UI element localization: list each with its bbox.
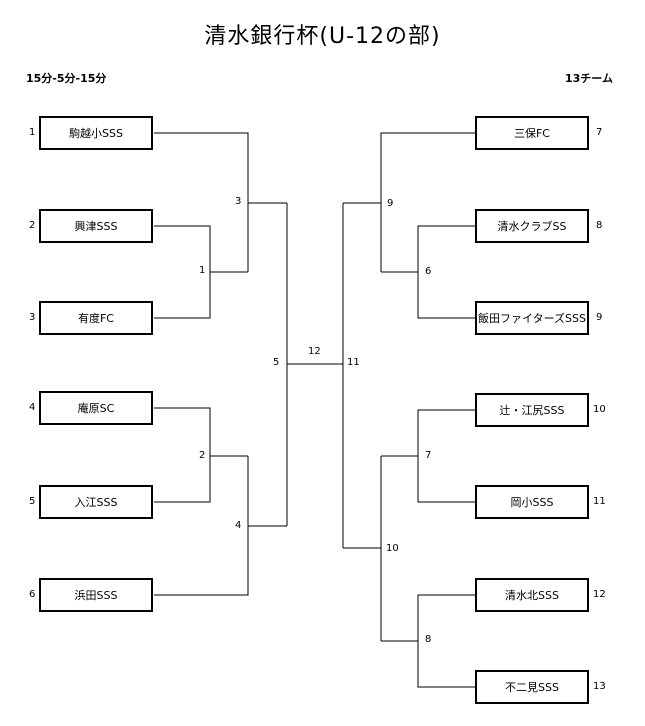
team-name: 飯田ファイターズSSS [478, 312, 586, 325]
team-name: 興津SSS [74, 220, 118, 233]
seed-number: 3 [29, 312, 36, 323]
team-name: 岡小SSS [510, 496, 554, 509]
match-number: 3 [235, 196, 242, 207]
team-name: 清水北SSS [505, 589, 559, 602]
seed-number: 1 [29, 127, 36, 138]
page-title: 清水銀行杯(U-12の部) [204, 24, 441, 49]
seed-number: 8 [596, 220, 603, 231]
match-number: 5 [273, 357, 280, 368]
match-number: 7 [425, 450, 432, 461]
team-name: 庵原SC [77, 402, 115, 415]
team-name: 辻・江尻SSS [499, 404, 565, 417]
team-box: 駒越小SSS [39, 116, 153, 150]
team-box: 入江SSS [39, 485, 153, 519]
team-name: 駒越小SSS [69, 127, 123, 140]
match-format: 15分-5分-15分 [26, 72, 107, 85]
match-number: 1 [199, 265, 206, 276]
team-box: 辻・江尻SSS [475, 393, 589, 427]
team-box: 清水クラブSS [475, 209, 589, 243]
match-number: 11 [347, 357, 360, 368]
team-box: 庵原SC [39, 391, 153, 425]
team-box: 三保FC [475, 116, 589, 150]
seed-number: 7 [596, 127, 603, 138]
seed-number: 2 [29, 220, 36, 231]
team-name: 清水クラブSS [497, 220, 567, 233]
team-box: 有度FC [39, 301, 153, 335]
final-match-number: 12 [308, 346, 321, 357]
team-box: 岡小SSS [475, 485, 589, 519]
seed-number: 9 [596, 312, 603, 323]
team-count: 13チーム [565, 72, 613, 85]
team-name: 浜田SSS [74, 589, 118, 602]
match-number: 10 [386, 543, 399, 554]
match-number: 9 [387, 198, 394, 209]
seed-number: 6 [29, 589, 36, 600]
team-box: 興津SSS [39, 209, 153, 243]
seed-number: 13 [593, 681, 606, 692]
team-box: 飯田ファイターズSSS [475, 301, 589, 335]
team-box: 清水北SSS [475, 578, 589, 612]
match-number: 6 [425, 266, 432, 277]
seed-number: 5 [29, 496, 36, 507]
match-number: 2 [199, 450, 206, 461]
team-box: 不二見SSS [475, 670, 589, 704]
team-box: 浜田SSS [39, 578, 153, 612]
team-name: 入江SSS [74, 496, 118, 509]
team-name: 有度FC [77, 312, 114, 325]
team-name: 三保FC [513, 127, 550, 140]
seed-number: 4 [29, 402, 36, 413]
match-number: 8 [425, 634, 432, 645]
seed-number: 11 [593, 496, 606, 507]
seed-number: 10 [593, 404, 606, 415]
match-number: 4 [235, 520, 242, 531]
team-name: 不二見SSS [505, 681, 559, 694]
seed-number: 12 [593, 589, 606, 600]
